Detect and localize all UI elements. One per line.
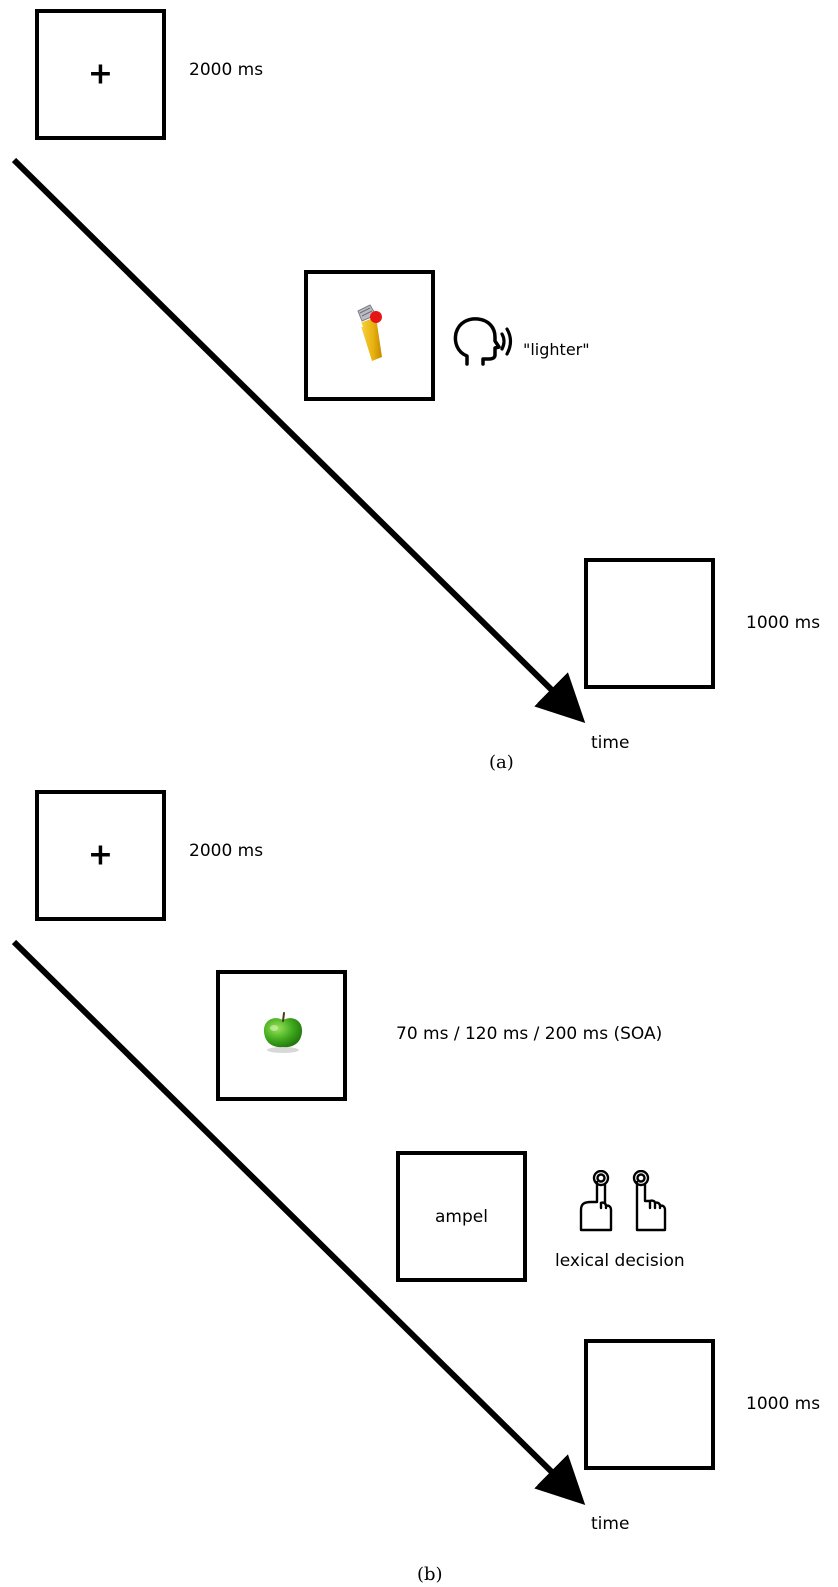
fixation-frame-a: + (35, 9, 166, 140)
speaking-head-icon (453, 317, 513, 366)
fixation-frame-b: + (35, 790, 166, 921)
target-word: ampel (435, 1206, 488, 1227)
response-label: lexical decision (555, 1251, 685, 1271)
picture-frame-b (216, 970, 347, 1101)
caption-b: (b) (417, 1564, 443, 1585)
fixation-duration-label: 2000 ms (189, 60, 264, 80)
time-label-a: time (591, 733, 630, 753)
time-label-b: time (591, 1514, 630, 1534)
blank-duration-label: 1000 ms (746, 1394, 821, 1414)
blank-frame-b (584, 1339, 715, 1470)
fixation-cross: + (87, 55, 114, 91)
green-apple-icon (263, 1012, 303, 1053)
fixation-cross: + (87, 836, 114, 872)
blank-duration-label: 1000 ms (746, 613, 821, 633)
blank-frame-a (584, 558, 715, 689)
prime-soa-label: 70 ms / 120 ms / 200 ms (SOA) (396, 1024, 663, 1044)
timeline-arrow-b (11, 939, 586, 1505)
caption-a: (a) (489, 752, 514, 773)
lighter-icon (357, 304, 382, 361)
timeline-arrow-a (11, 157, 586, 723)
spoken-word-label: "lighter" (523, 340, 590, 359)
picture-frame-a (304, 270, 435, 401)
finger-press-icon (579, 1170, 667, 1232)
fixation-duration-label: 2000 ms (189, 841, 264, 861)
target-word-frame: ampel (396, 1151, 527, 1282)
